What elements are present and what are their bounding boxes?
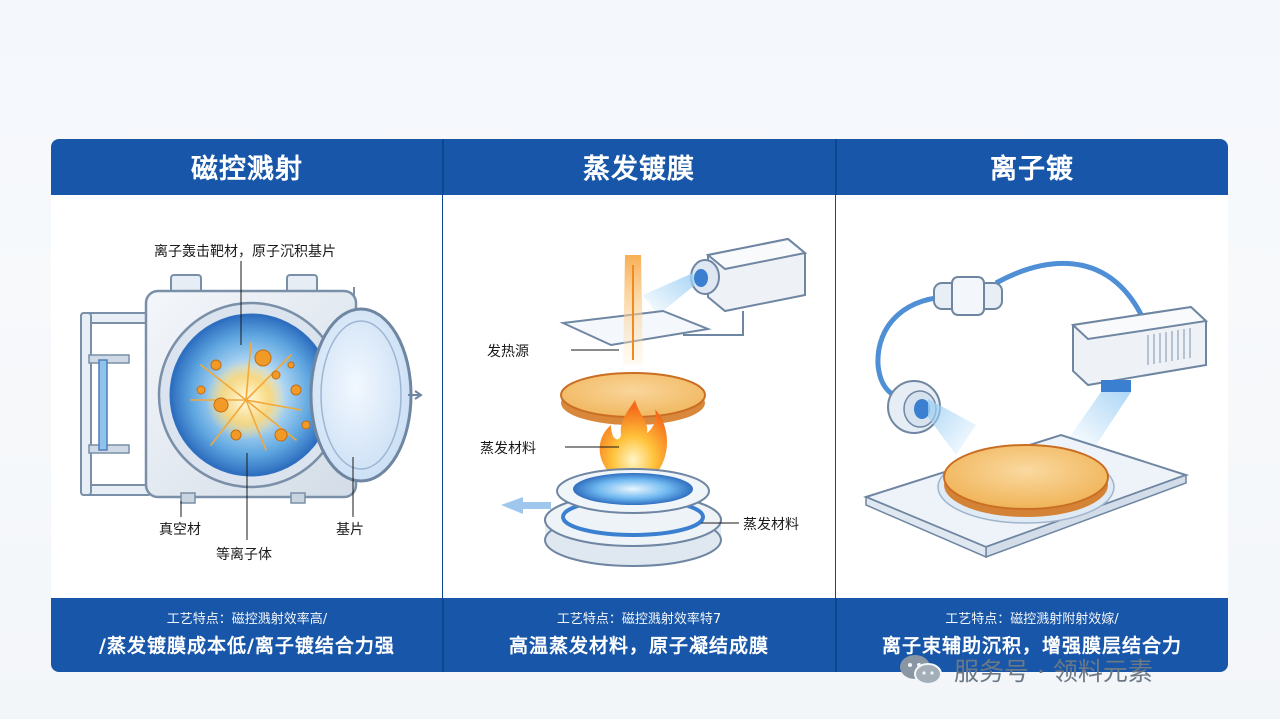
panel-title: 磁控溅射 (191, 154, 303, 185)
watermark-text: 服务号 · 领料元素 (954, 657, 1153, 686)
label-vacuum: 真空材 (159, 522, 201, 538)
panel-evaporation-coating: 蒸发镀膜 (443, 139, 835, 672)
footer-feature-line: 工艺特点：磁控溅射效率高/ (166, 612, 328, 627)
label-sputter-principle: 离子轰击靶材，原子沉积基片 (154, 244, 336, 260)
panel-ion-plating: 离子镀 (836, 139, 1228, 672)
footer-feature-line: 工艺特点：磁控溅射附射效嫁/ (945, 612, 1119, 627)
panel-footer: 工艺特点：磁控溅射效率高/ /蒸发镀膜成本低/离子镀结合力强 (51, 599, 443, 672)
sputtering-chamber-illustration (80, 261, 423, 540)
footer-feature-line: 工艺特点：磁控溅射效率特7 (556, 612, 722, 627)
footer-summary-line: 高温蒸发材料，原子凝结成膜 (508, 635, 769, 657)
label-evaporation-material-right: 蒸发材料 (743, 517, 799, 533)
panel-magnetron-sputtering: 磁控溅射 (51, 139, 443, 672)
label-heat-source: 发热源 (487, 344, 529, 360)
label-evaporation-material-left: 蒸发材料 (480, 441, 536, 457)
label-plasma: 等离子体 (216, 547, 272, 563)
footer-summary-line: /蒸发镀膜成本低/离子镀结合力强 (99, 635, 395, 657)
wechat-icon (898, 653, 944, 687)
panel-footer: 工艺特点：磁控溅射效率特7 高温蒸发材料，原子凝结成膜 (443, 599, 835, 672)
process-comparison-board: 磁控溅射 (51, 139, 1228, 672)
evaporation-illustration (501, 237, 808, 567)
panel-title: 蒸发镀膜 (583, 154, 695, 185)
label-substrate: 基片 (336, 522, 364, 538)
ion-plating-illustration (863, 260, 1209, 559)
panel-title: 离子镀 (990, 154, 1074, 185)
footer-summary-line: 离子束辅助沉积，增强膜层结合力 (881, 635, 1182, 657)
panel-illustration (836, 195, 1228, 598)
panel-illustration: 发热源 蒸发材料 蒸发材料 (443, 195, 835, 598)
watermark: 服务号 · 领料元素 (898, 652, 1153, 688)
panel-illustration: 离子轰击靶材，原子沉积基片 真空材 基片 等离子体 (51, 195, 443, 598)
panel-footer: 工艺特点：磁控溅射附射效嫁/ 离子束辅助沉积，增强膜层结合力 (836, 599, 1228, 672)
